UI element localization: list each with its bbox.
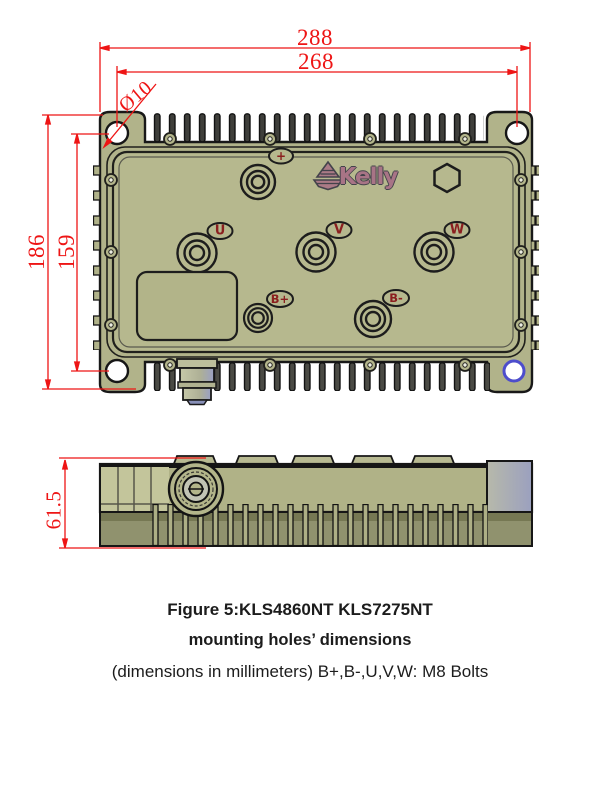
- lid-seam-inner: [118, 156, 514, 348]
- side-right-block: [486, 460, 533, 513]
- mounting-hole-bottom-right: [502, 359, 526, 383]
- terminal-label-plus: +: [275, 149, 287, 163]
- terminal-plus: [239, 147, 294, 201]
- vent-hex-icon: [433, 162, 461, 194]
- caption-line-2: mounting holes’ dimensions: [188, 631, 412, 649]
- terminal-b-plus: [242, 290, 294, 334]
- dim-height-overall: 186: [24, 234, 49, 270]
- kelly-logo-text: Kelly: [338, 164, 399, 190]
- heatsink-fins-top: [150, 113, 484, 142]
- lid-screws: [104, 132, 528, 372]
- terminal-label-b-plus: B+: [270, 292, 290, 306]
- dim-width-holes: 268: [298, 49, 334, 74]
- terminal-label-v: V: [333, 222, 345, 238]
- terminal-w: [413, 221, 471, 273]
- terminal-label-w: W: [449, 222, 465, 238]
- kelly-logo-icon: [312, 160, 344, 191]
- caption-line-3: (dimensions in millimeters) B+,B-,U,V,W:…: [111, 662, 489, 681]
- terminal-label-b-minus: B-: [389, 291, 403, 305]
- terminal-v: [295, 221, 353, 273]
- label-plate: [135, 270, 239, 342]
- dim-height-holes: 159: [54, 234, 79, 270]
- dim-width-overall: 288: [297, 25, 333, 50]
- top-view: [93, 110, 539, 406]
- side-connector: [167, 460, 225, 518]
- edge-notches-left: [93, 160, 101, 350]
- dim-side-height: 61.5: [41, 490, 66, 530]
- terminal-b-minus: [353, 289, 410, 339]
- side-view: [98, 455, 534, 547]
- terminal-label-u: U: [214, 223, 226, 239]
- dimension-lines: [42, 42, 531, 549]
- side-left-panel: [101, 467, 169, 511]
- edge-notches-right: [531, 160, 539, 350]
- mounting-hole-bottom-left: [104, 358, 130, 384]
- caption-line-1: Figure 5:KLS4860NT KLS7275NT: [167, 600, 433, 619]
- cable-gland: [176, 358, 218, 406]
